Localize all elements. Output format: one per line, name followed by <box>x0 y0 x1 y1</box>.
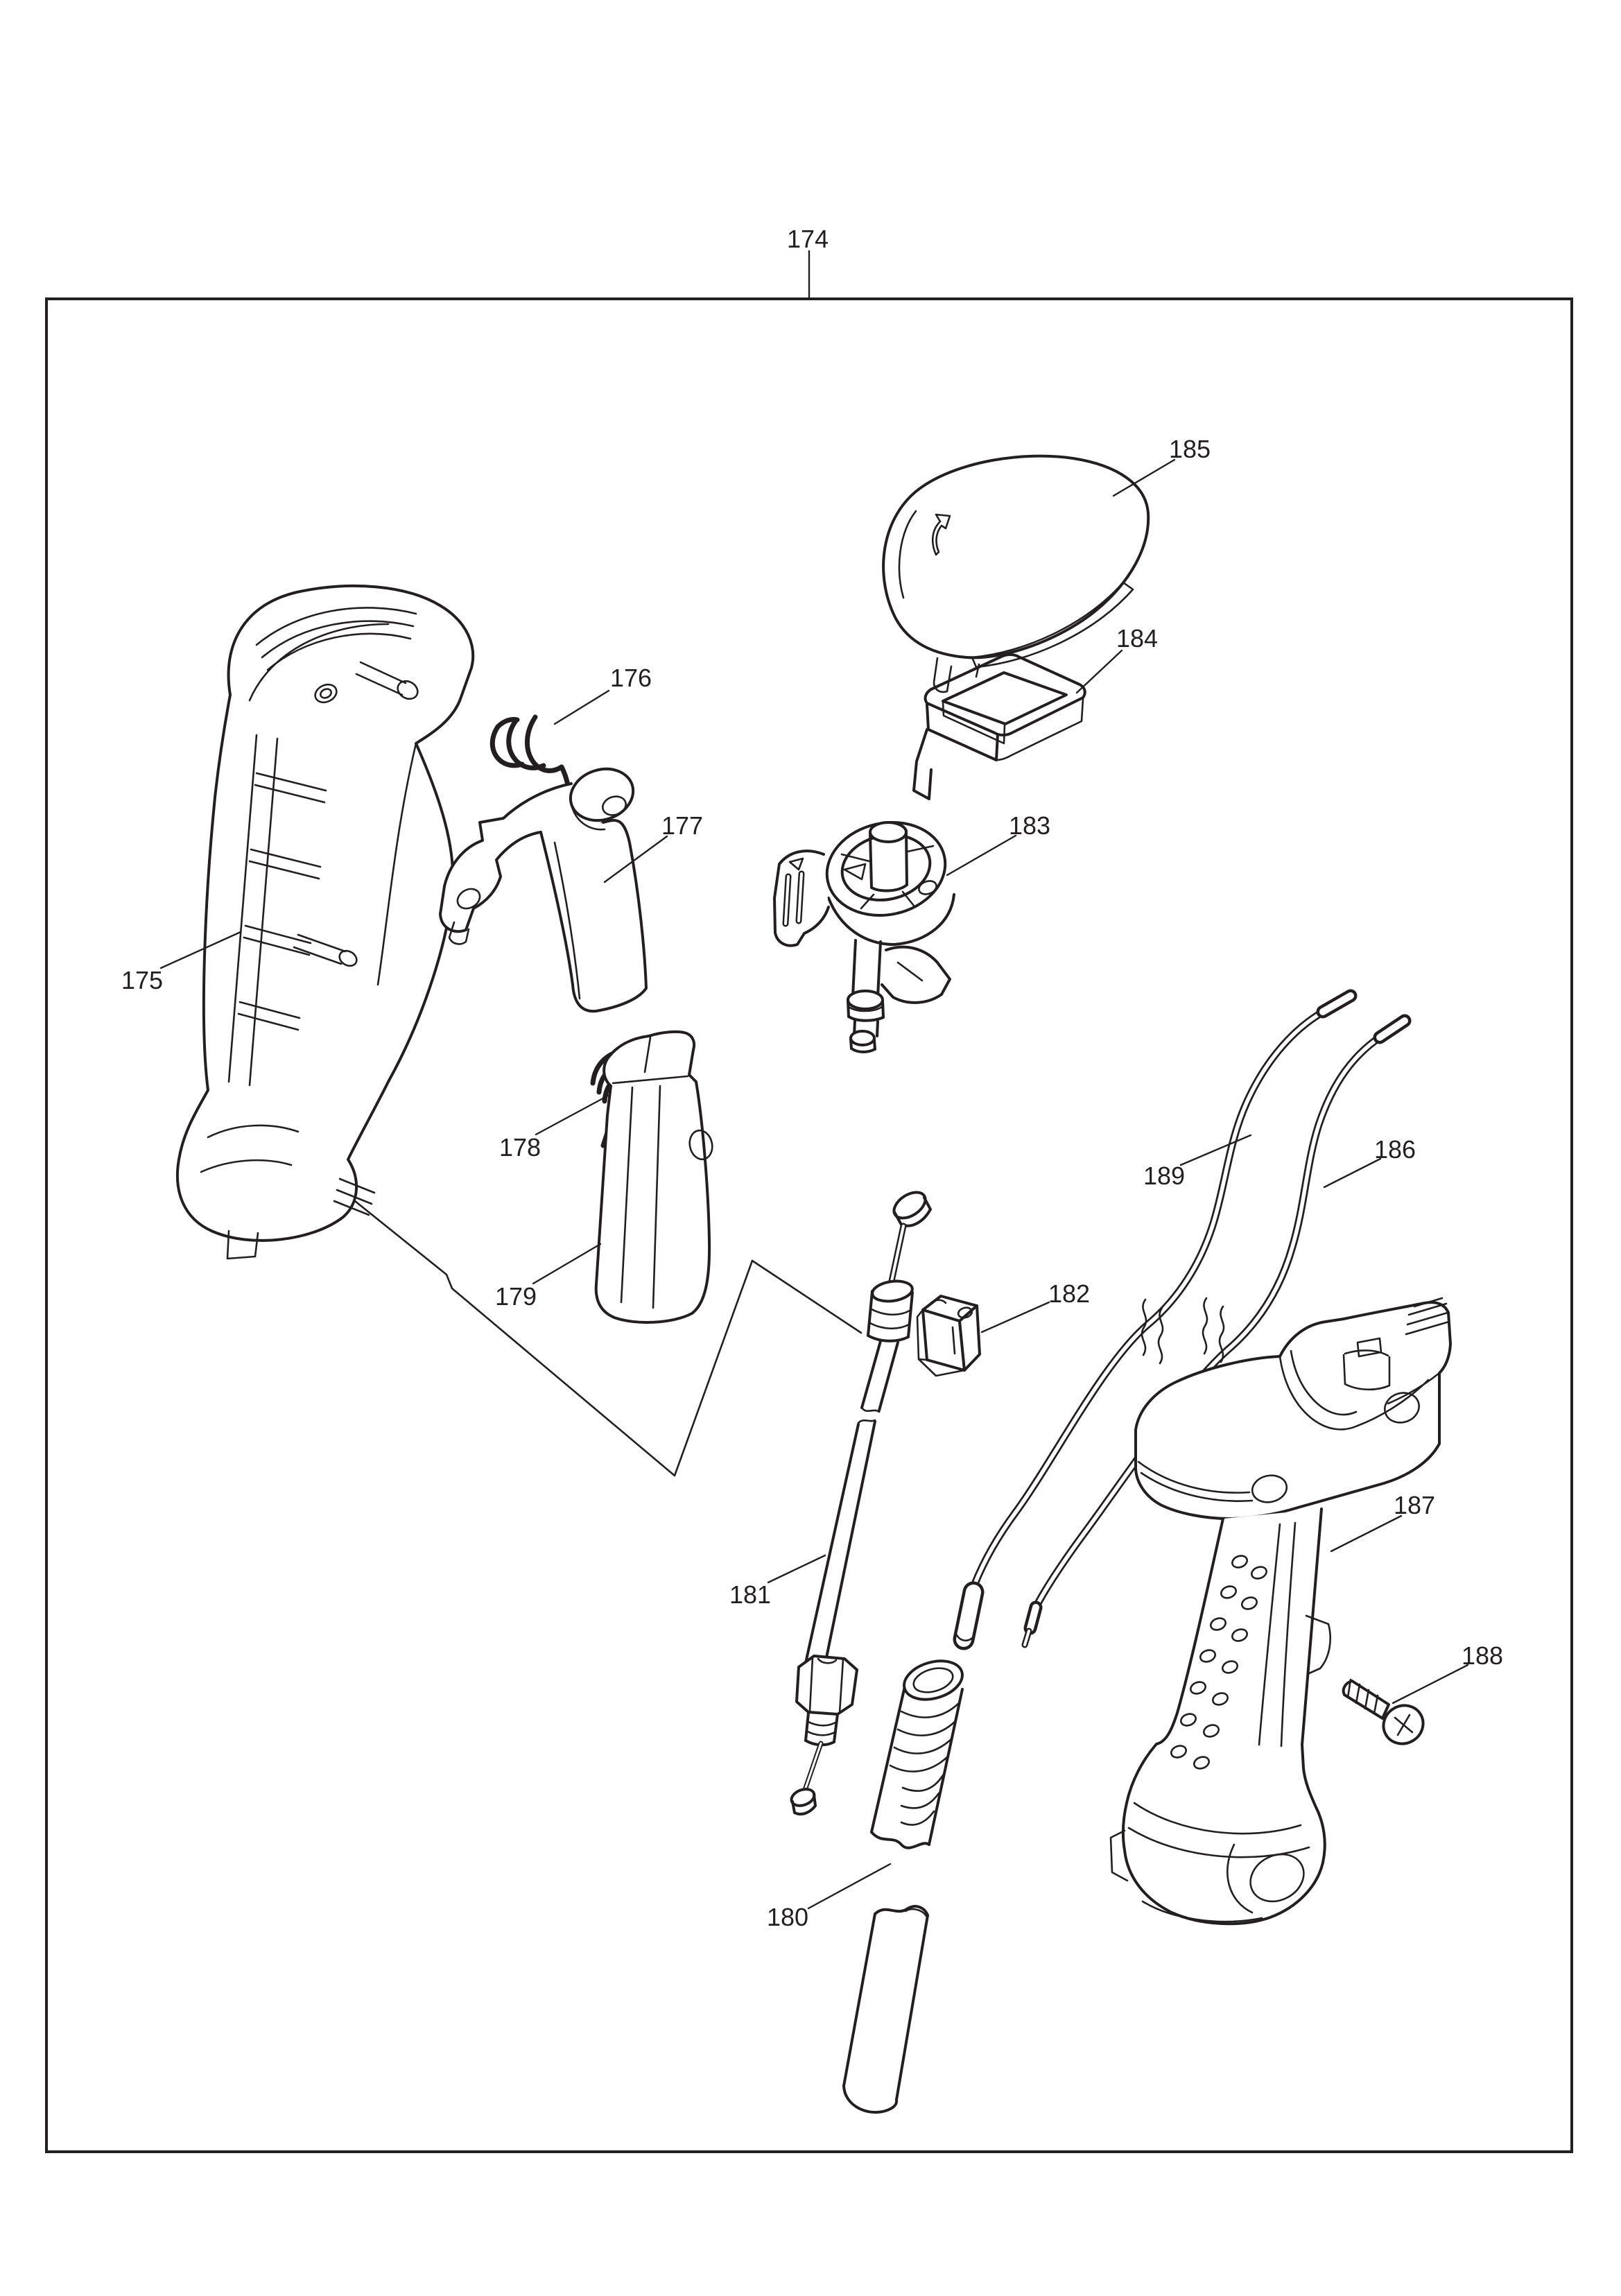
part-187-handle-housing-right <box>1109 1297 1452 1926</box>
part-180-tube <box>842 1659 964 2114</box>
part-175-handle-housing-left <box>175 584 475 1260</box>
part-label-181: 181 <box>729 1580 771 1609</box>
cable-break-marks <box>1141 1297 1225 1365</box>
part-179-trigger <box>594 1030 713 1324</box>
part-label-183: 183 <box>1009 811 1050 840</box>
part-183-dial-cam <box>773 821 955 1053</box>
diagram-border <box>45 250 1573 2153</box>
part-182-holder-block <box>916 1295 981 1377</box>
part-label-182: 182 <box>1048 1279 1090 1308</box>
part-184-frame <box>912 653 1086 800</box>
part-label-177: 177 <box>661 811 703 840</box>
part-label-179: 179 <box>495 1282 537 1311</box>
part-181-cable-rod <box>790 1191 932 1816</box>
section-indicator-lines <box>245 1112 862 1477</box>
part-label-178: 178 <box>499 1133 541 1162</box>
part-186-cable-right <box>1021 1014 1412 1648</box>
part-label-188: 188 <box>1462 1641 1503 1670</box>
part-label-184: 184 <box>1116 624 1158 653</box>
part-label-180: 180 <box>767 1903 808 1931</box>
part-176-coil-spring <box>489 714 573 800</box>
part-label-186: 186 <box>1374 1135 1416 1164</box>
part-188-screw <box>1342 1678 1425 1745</box>
part-label-176: 176 <box>610 664 652 692</box>
part-label-187: 187 <box>1394 1491 1435 1519</box>
part-189-cable-left <box>953 989 1358 1650</box>
part-label-185: 185 <box>1169 435 1211 463</box>
part-177-lock-off-lever <box>439 767 648 1013</box>
part-label-175: 175 <box>121 966 163 994</box>
part-185-cover <box>882 454 1150 693</box>
part-label-174: 174 <box>787 225 829 253</box>
part-label-189: 189 <box>1143 1162 1185 1190</box>
leader-lines <box>159 458 1469 1910</box>
